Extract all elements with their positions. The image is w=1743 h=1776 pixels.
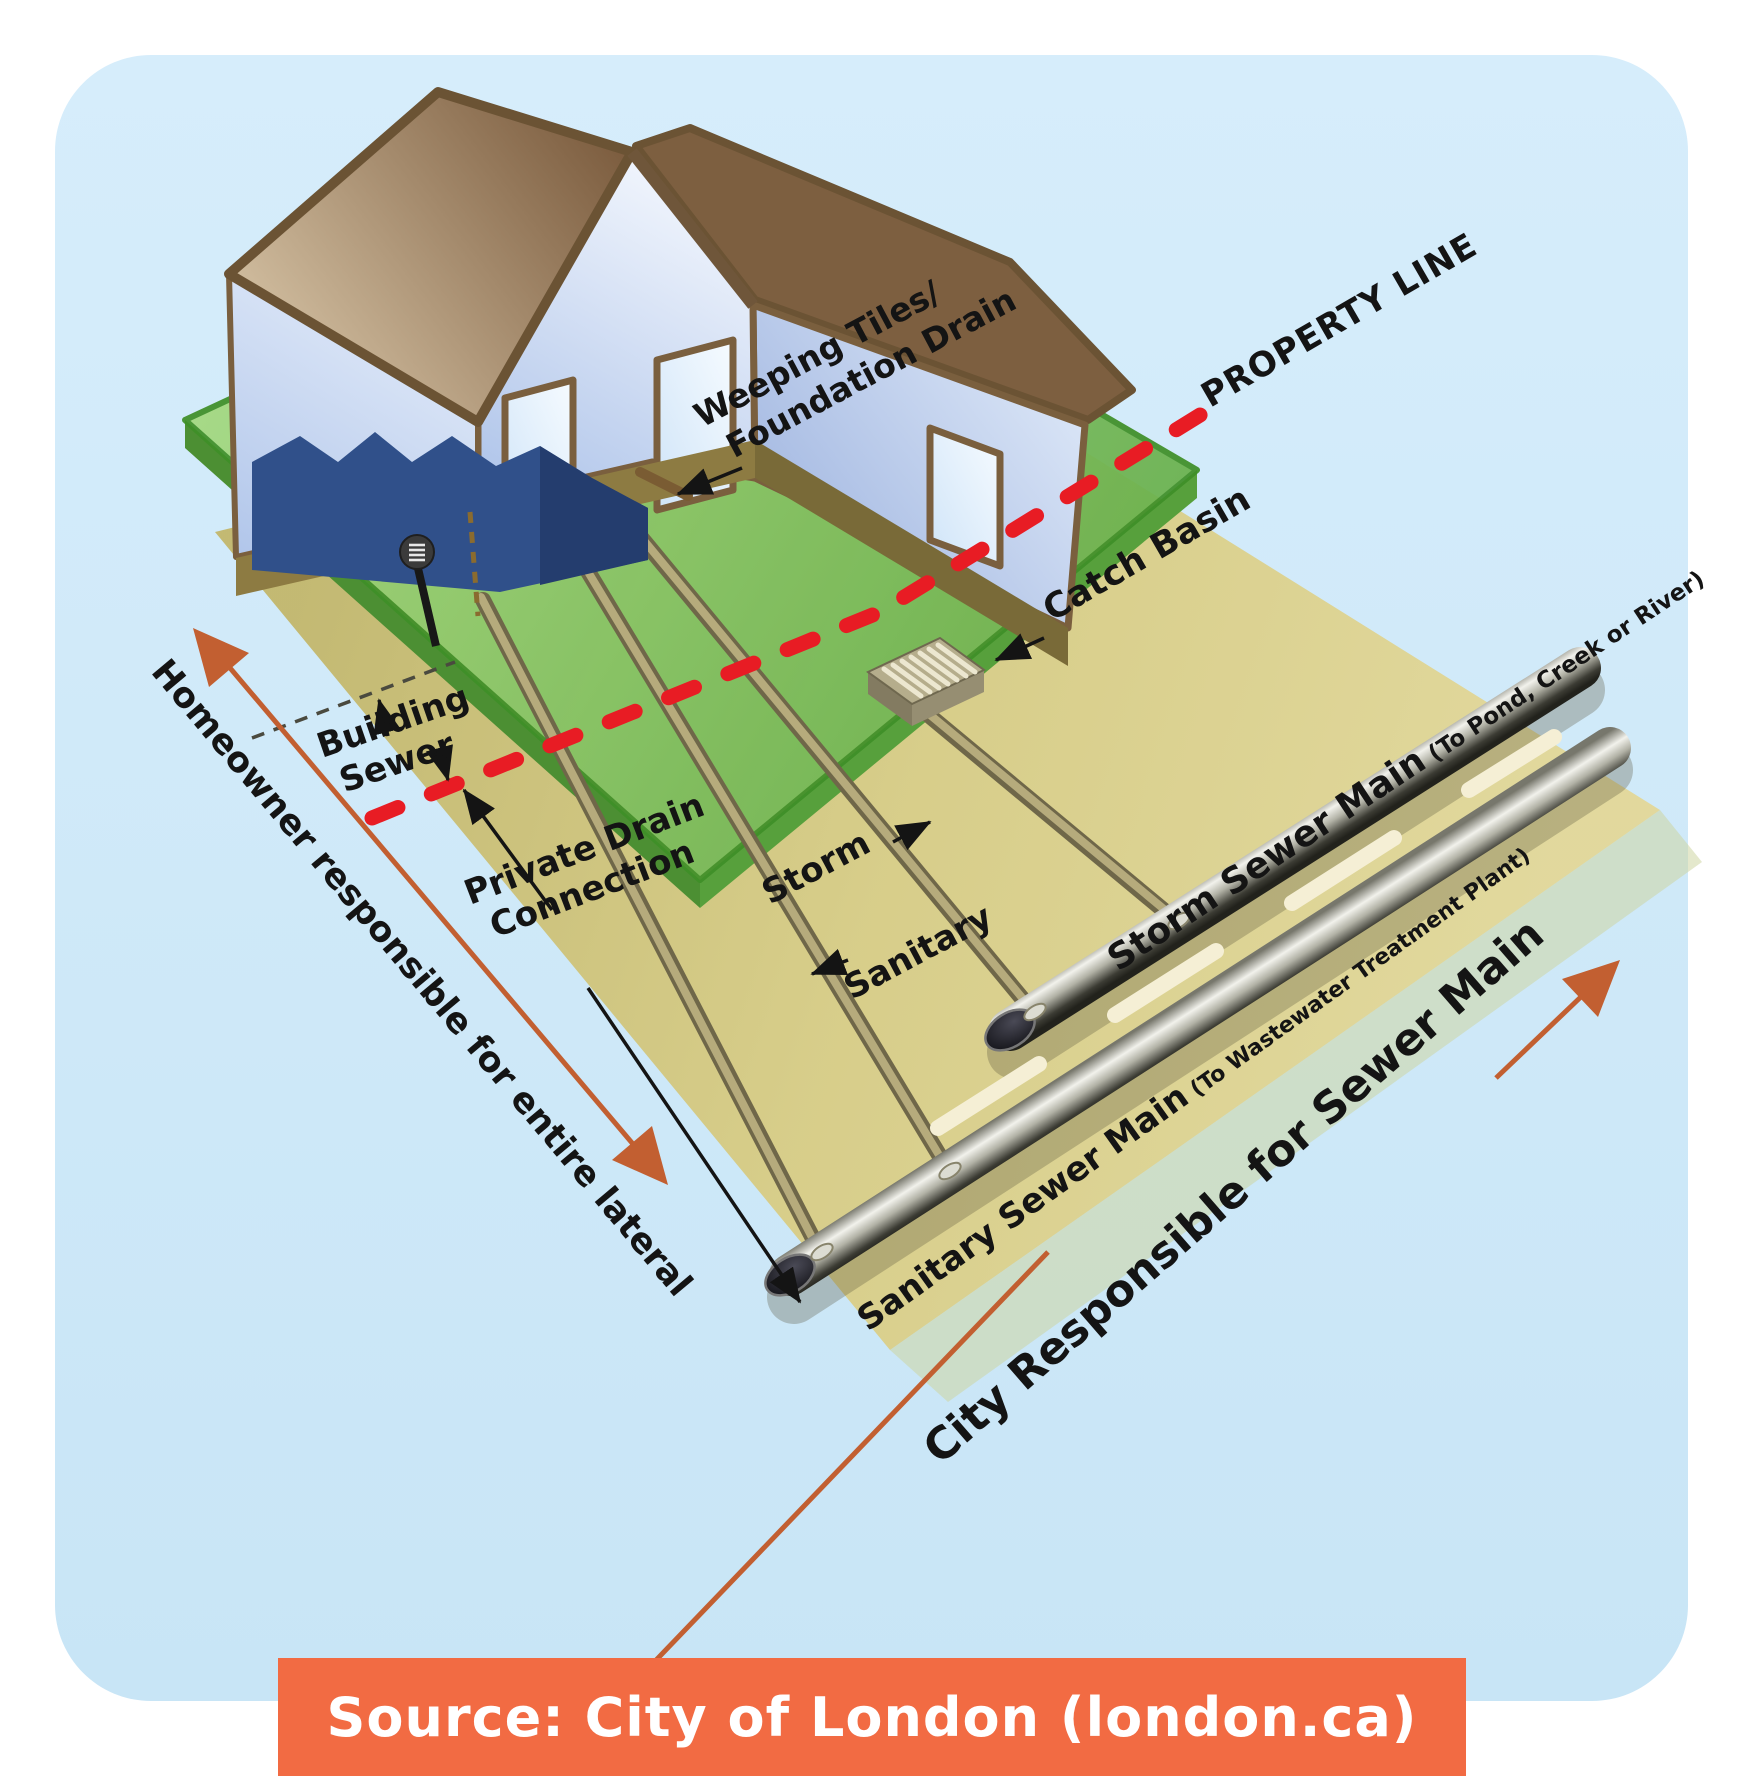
floor-drain-icon bbox=[399, 534, 435, 570]
house bbox=[224, 87, 1136, 666]
private-drain-arrow-down bbox=[586, 987, 802, 1304]
collar-storm-lateral bbox=[1023, 1002, 1047, 1022]
city-arrow-line-down bbox=[610, 1250, 1050, 1708]
catch-basin-grate-slots bbox=[881, 642, 978, 699]
basement-shadow bbox=[540, 446, 648, 585]
roof-left-plane bbox=[224, 87, 637, 427]
leader-arrows bbox=[373, 466, 1045, 1304]
city-arrowhead-up bbox=[1562, 960, 1620, 1017]
lateral-pipes bbox=[475, 492, 1187, 1260]
building-sewer-arrow-up bbox=[373, 698, 401, 737]
collar-building-sewer bbox=[810, 1242, 834, 1262]
storm-sewer-main-pipe bbox=[989, 647, 1601, 1051]
catch-basin-side-right bbox=[912, 670, 984, 726]
building-sewer-pipe bbox=[475, 592, 828, 1260]
private-drain-arrow-up bbox=[462, 788, 554, 912]
sanitary-arrow bbox=[810, 948, 849, 976]
city-arrow-line-up bbox=[1494, 991, 1587, 1080]
sewer-mains bbox=[764, 647, 1633, 1324]
homeowner-arrow-line bbox=[223, 660, 640, 1152]
storm-lateral-pipe bbox=[602, 492, 1043, 1022]
source-text: Source: City of London (london.ca) bbox=[326, 1685, 1418, 1749]
sanitary-sewer-main-pipe bbox=[769, 727, 1631, 1296]
roof-gable-trim bbox=[627, 148, 758, 309]
sanitary-lateral-pipe bbox=[540, 497, 958, 1181]
soil-fade bbox=[890, 810, 1702, 1402]
catch-basin bbox=[866, 636, 986, 726]
building-sewer-arrow-down bbox=[425, 744, 453, 782]
road-lane-dashes bbox=[930, 729, 1562, 1136]
homeowner-arrowhead-bottom bbox=[612, 1126, 668, 1185]
homeowner-arrowhead-top bbox=[193, 628, 249, 687]
window-right-wall bbox=[926, 424, 1004, 570]
storm-arrow bbox=[892, 820, 932, 851]
catch-basin-lateral-pipe bbox=[917, 704, 1187, 931]
source-bar: Source: City of London (london.ca) bbox=[278, 1658, 1466, 1776]
collar-sanitary-lateral bbox=[938, 1161, 962, 1181]
property-line-dashes bbox=[364, 404, 1213, 826]
weeping-arrow bbox=[676, 466, 743, 496]
basement-drain-dash bbox=[467, 511, 481, 617]
collar-catch-basin bbox=[1167, 911, 1191, 931]
catch-basin-arrow bbox=[994, 633, 1045, 662]
floor-drain-stub bbox=[413, 563, 440, 647]
catch-basin-side-left bbox=[868, 672, 912, 726]
foundation-right bbox=[755, 440, 1068, 666]
